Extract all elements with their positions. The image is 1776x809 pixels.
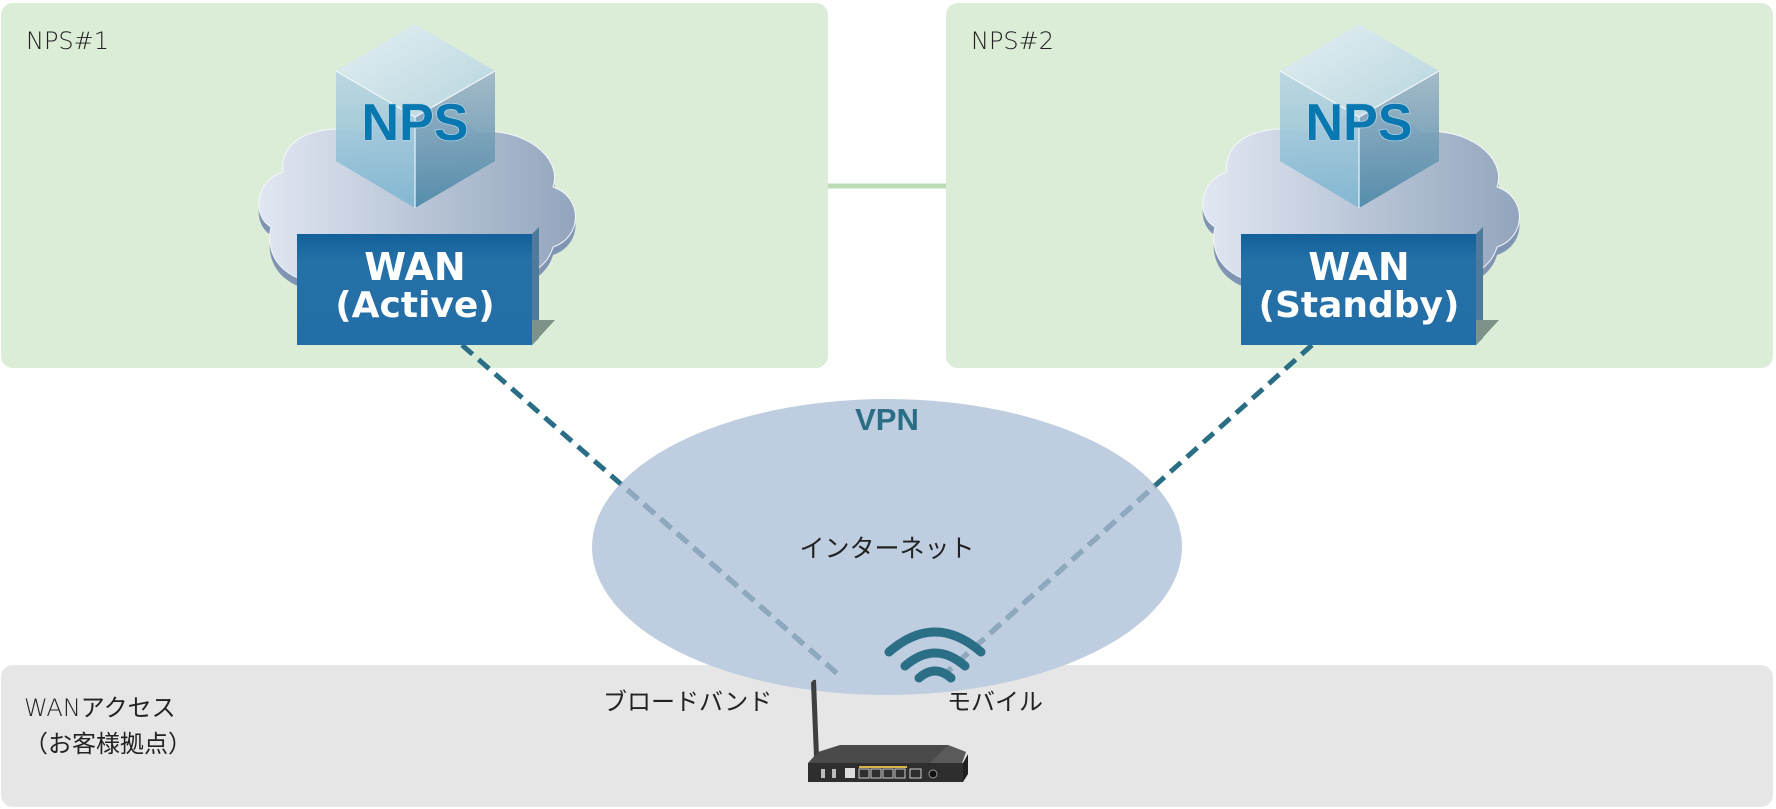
vpn-label: VPN xyxy=(855,402,919,437)
internet-ellipse xyxy=(592,399,1182,695)
nps1-unit: NPS WAN (Active) xyxy=(258,23,577,346)
internet-label: インターネット xyxy=(799,534,975,563)
nps2-wan-title: WAN xyxy=(1308,245,1409,289)
nps2-unit: NPS WAN (Standby) xyxy=(1202,23,1521,346)
broadband-label: ブロードバンド xyxy=(603,688,773,716)
router-icon xyxy=(808,679,968,782)
wan-access-label: WANアクセス （お客様拠点） xyxy=(24,690,192,762)
nps2-server-label: NPS xyxy=(1306,94,1413,152)
mobile-label: モバイル xyxy=(947,688,1043,716)
nps2-group-label: NPS#2 xyxy=(971,27,1055,55)
nps1-wan-title: WAN xyxy=(364,245,465,289)
wan-access-subtitle: （お客様拠点） xyxy=(24,730,192,758)
nps1-wan-mode: (Active) xyxy=(335,285,495,326)
nps2-wan-mode: (Standby) xyxy=(1259,285,1460,326)
wifi-icon xyxy=(884,627,986,683)
nps1-group-label: NPS#1 xyxy=(26,27,110,55)
nps1-server-label: NPS xyxy=(362,94,469,152)
wan-access-title: WANアクセス xyxy=(24,694,176,722)
